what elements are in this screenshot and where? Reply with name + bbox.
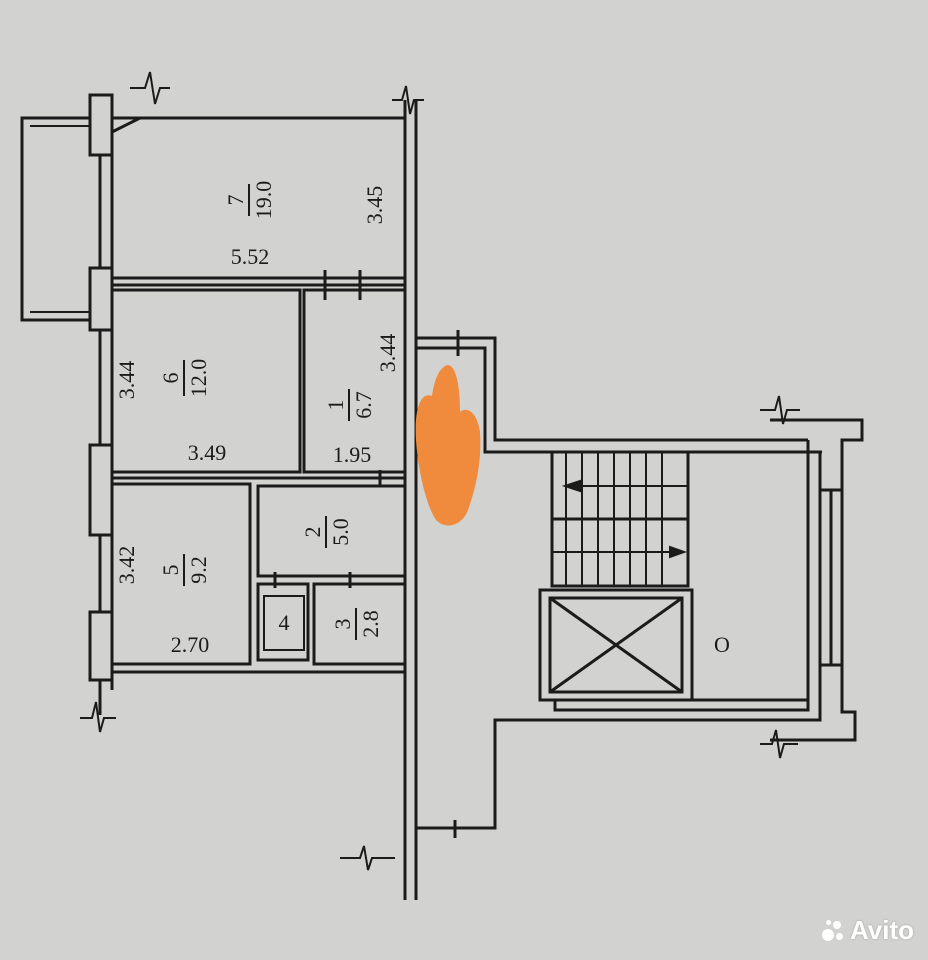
- room-number: 5: [158, 565, 183, 576]
- room-area: 2.8: [358, 610, 383, 638]
- room-5-length: 2.70: [171, 632, 210, 657]
- room-area: 6.7: [351, 391, 376, 419]
- avito-dots-icon: [821, 919, 844, 942]
- room-5-width: 3.42: [114, 546, 139, 585]
- room-area: 5.0: [328, 518, 353, 546]
- room-number: 2: [300, 527, 325, 538]
- room-number: 7: [223, 195, 248, 206]
- watermark-text: Avito: [849, 915, 914, 945]
- room-number: 3: [330, 619, 355, 630]
- room-7-length: 5.52: [231, 244, 270, 269]
- break-marks: [80, 71, 800, 871]
- room-1-length: 1.95: [333, 442, 372, 467]
- avito-watermark: Avito: [821, 915, 914, 946]
- stairwell-symbol: O: [714, 632, 730, 657]
- room-7-width: 3.45: [362, 186, 387, 225]
- room-6-width: 3.44: [114, 361, 139, 400]
- orange-marker: [415, 365, 481, 526]
- room-3-label: 3 2.8: [330, 608, 383, 640]
- room-area: 12.0: [186, 359, 211, 398]
- room-number: 6: [158, 373, 183, 384]
- walls: [20, 93, 864, 900]
- room-5-label: 5 9.2: [158, 554, 211, 586]
- room-area: 19.0: [251, 181, 276, 220]
- room-number: 1: [323, 400, 348, 411]
- staircase: [552, 452, 688, 586]
- room-2-label: 2 5.0: [300, 516, 353, 548]
- room-1-label: 1 6.7: [323, 389, 376, 421]
- balcony: [20, 116, 100, 322]
- room-number: 4: [279, 610, 290, 635]
- room-area: 9.2: [186, 556, 211, 584]
- room-6-length: 3.49: [188, 440, 227, 465]
- room-4-label: 4: [263, 595, 305, 651]
- room-7-label: 7 19.0: [223, 181, 276, 220]
- room-1-width: 3.44: [375, 334, 400, 373]
- room-6-label: 6 12.0: [158, 359, 211, 398]
